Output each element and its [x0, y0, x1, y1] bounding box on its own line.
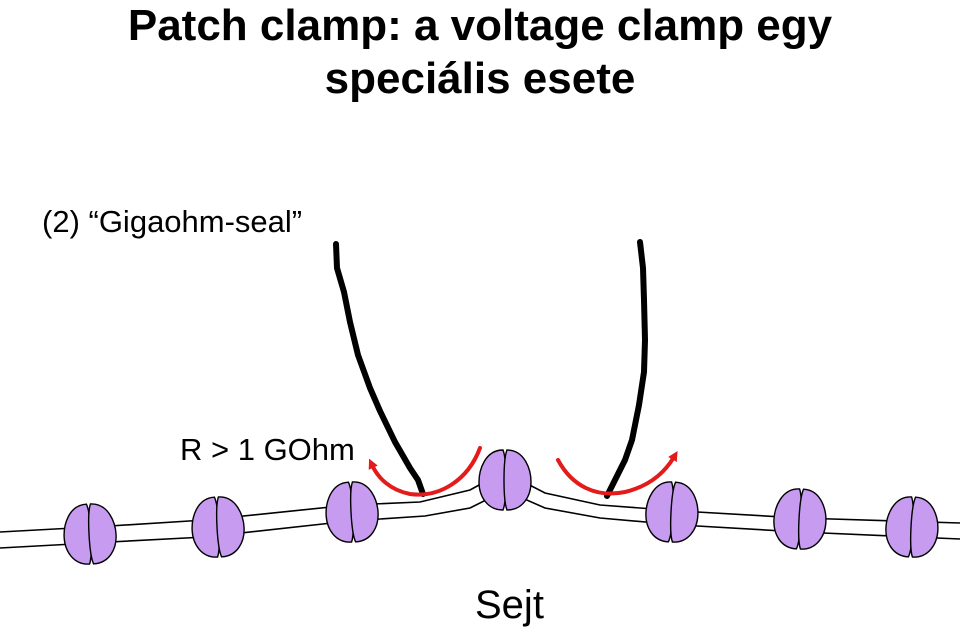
seal-arrows — [368, 446, 678, 497]
patch-pipette — [333, 239, 648, 499]
right-curved-arrow-icon — [556, 450, 678, 496]
pipette-right-wall — [604, 239, 648, 499]
ion-channels — [63, 449, 939, 565]
step-label: (2) “Gigaohm-seal” — [42, 204, 303, 239]
ion-channel-icon — [191, 496, 245, 558]
ion-channel-icon — [63, 503, 117, 565]
pipette-left-wall — [333, 241, 426, 497]
left-curved-arrow-icon — [368, 446, 482, 497]
title-line-1: Patch clamp: a voltage clamp egy — [127, 1, 833, 50]
resistance-label: R > 1 GOhm — [180, 432, 355, 467]
page-title: Patch clamp: a voltage clamp egy speciál… — [0, 0, 960, 106]
title-line-2: speciális esete — [324, 53, 636, 103]
ion-channel-icon — [478, 449, 532, 511]
ion-channel-icon — [645, 481, 699, 543]
cell-label: Sejt — [475, 583, 544, 627]
ion-channel-icon — [885, 496, 939, 558]
ion-channel-icon — [773, 488, 827, 550]
ion-channel-icon — [325, 481, 379, 543]
